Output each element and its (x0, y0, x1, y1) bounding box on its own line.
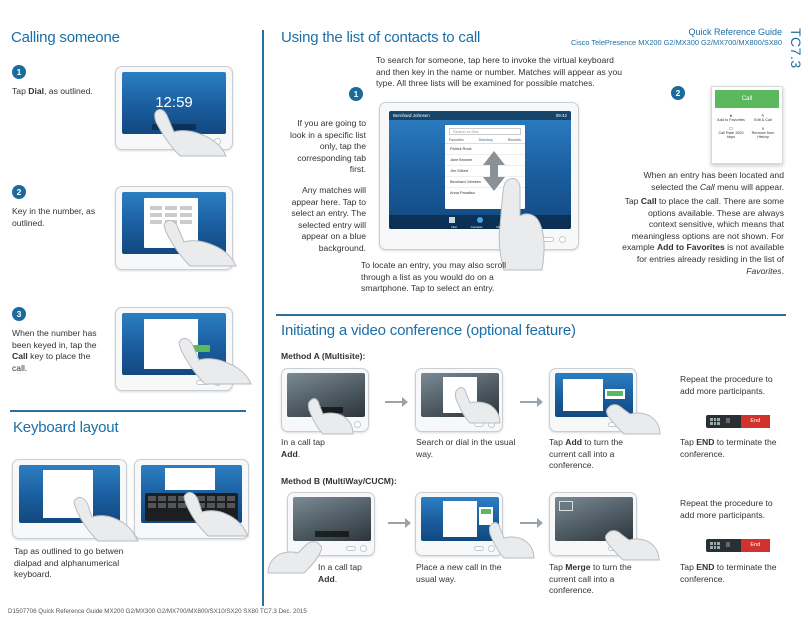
footer-text: D1507706 Quick Reference Guide MX200 G2/… (8, 608, 307, 615)
conference-divider (276, 314, 786, 316)
step-3-number: 3 (12, 307, 26, 321)
list-item[interactable]: Jim Gilbert (445, 166, 525, 177)
call-button[interactable]: Call (715, 90, 779, 108)
list-item[interactable]: Bernhard Johnsen (445, 177, 525, 188)
hand-icon (154, 109, 227, 157)
keyboard-title: Keyboard layout (13, 419, 119, 436)
edit-icon: ✎ (761, 114, 765, 118)
nav-dial-label: Dial (451, 225, 457, 229)
guide-title: Quick Reference Guide (688, 27, 782, 37)
arrow-icon (520, 397, 543, 407)
list-item[interactable]: Patrick Rook (445, 144, 525, 155)
nav-contacts-icon[interactable] (477, 217, 483, 223)
menu-note-1: When an entry has been located and selec… (643, 170, 784, 192)
arrow-icon (520, 518, 543, 528)
method-a-caption-3: Tap Add to turn the current call into a … (549, 437, 624, 471)
contacts-title: Using the list of contacts to call (281, 29, 481, 46)
method-a-label: Method A (Multisite): (281, 351, 366, 361)
scroll-arrows-icon (483, 151, 505, 191)
method-b-end-control: II End (706, 539, 770, 552)
contacts-step-2-number: 2 (671, 86, 685, 100)
tab-favorites[interactable]: Favorites (449, 138, 464, 142)
dialpad-device (12, 459, 127, 539)
clock-display: 12:59 (155, 94, 193, 111)
step-2-number: 2 (12, 185, 26, 199)
conference-title: Initiating a video conference (optional … (281, 322, 576, 339)
step-1-number: 1 (12, 65, 26, 79)
hand-icon (605, 530, 660, 561)
method-b-caption-3: Tap Merge to turn the current call into … (549, 562, 632, 596)
hand-icon (163, 219, 237, 267)
pause-icon[interactable]: II (726, 418, 730, 425)
search-input[interactable]: Search or Dial (449, 128, 521, 135)
hand-icon (178, 337, 252, 385)
contacts-step-1-number: 1 (349, 87, 363, 101)
remove-icon: ✕ (761, 127, 765, 131)
method-a-device-2 (415, 368, 503, 432)
list-item[interactable]: Anna Paradiso (450, 191, 475, 195)
screen-user: Bernhard Johnsen (393, 113, 430, 118)
menu-note-2: Tap Call to place the call. There are so… (622, 196, 784, 276)
hand-icon (307, 398, 354, 435)
keyboard-text: Tap as outlined to go betwen dialpad and… (14, 546, 124, 580)
tab-recents[interactable]: Recents (507, 138, 521, 142)
method-b-device-2 (415, 492, 503, 556)
hand-icon (498, 177, 545, 271)
step-1-text: Tap Dial, as outlined. (12, 86, 93, 96)
match-note: Any matches will appear here. Tap to sel… (291, 185, 366, 253)
method-a-end-text: Tap END to terminate the conference. (680, 437, 777, 459)
hand-icon (606, 404, 661, 435)
tab-note: If you are going to look in a specific l… (290, 118, 366, 175)
tab-directory[interactable]: Directory (478, 138, 493, 142)
method-b-device-1 (287, 492, 375, 556)
call-rate-icon: ☐ (729, 127, 733, 131)
method-b-caption-2: Place a new call in the usual way. (416, 562, 502, 584)
hand-icon (267, 541, 322, 574)
star-icon: ★ (729, 114, 733, 118)
call-rate-item[interactable]: ☐Call Rate 1920 kbps (715, 126, 747, 139)
scroll-note: To locate an entry, you may also scroll … (361, 260, 507, 294)
method-b-repeat: Repeat the procedure to add more partici… (680, 498, 773, 520)
search-note: To search for someone, tap here to invok… (376, 55, 623, 89)
screen-time: 09:42 (555, 113, 567, 118)
method-b-end-text: Tap END to terminate the conference. (680, 562, 777, 584)
step-2-text: Key in the number, as outlined. (12, 206, 96, 228)
end-button[interactable]: End (740, 415, 770, 428)
column-divider (262, 30, 264, 606)
step-3-text: When the number has been keyed in, tap t… (12, 328, 97, 373)
step-1-device: 12:59 (115, 66, 233, 150)
method-a-caption-1: In a call tap Add. (281, 437, 325, 459)
method-a-end-control: II End (706, 415, 770, 428)
pause-icon[interactable]: II (726, 542, 730, 549)
method-a-repeat: Repeat the procedure to add more partici… (680, 374, 773, 396)
edit-and-call-item[interactable]: ✎Edit & Call (747, 113, 779, 122)
end-button[interactable]: End (740, 539, 770, 552)
hand-icon (454, 387, 501, 424)
hand-icon (488, 522, 535, 559)
guide-models: Cisco TelePresence MX200 G2/MX300 G2/MX7… (570, 38, 782, 47)
calling-title: Calling someone (11, 29, 120, 46)
version-tab: TC7.3 (788, 28, 804, 69)
method-a-caption-2: Search or dial in the usual way. (416, 437, 516, 459)
hand-icon (183, 491, 249, 537)
method-b-label: Method B (MultiWay/CUCM): (281, 476, 397, 486)
method-b-caption-1: In a call tap Add. (318, 562, 362, 584)
arrow-icon (388, 518, 411, 528)
hand-icon (73, 496, 139, 542)
list-item[interactable]: Jane Browne (445, 155, 525, 166)
nav-contacts-label: Contacts (470, 225, 483, 229)
arrow-icon (385, 397, 408, 407)
contacts-device: Bernhard Johnsen 09:42 Search or Dial Fa… (379, 102, 579, 250)
call-menu: Call ★Add to Favorites ✎Edit & Call ☐Cal… (711, 86, 783, 164)
keyboard-divider (10, 410, 246, 412)
nav-dial-icon[interactable] (449, 217, 455, 223)
remove-from-history-item[interactable]: ✕Remove from History (747, 126, 779, 139)
add-to-favorites-item[interactable]: ★Add to Favorites (715, 113, 747, 122)
